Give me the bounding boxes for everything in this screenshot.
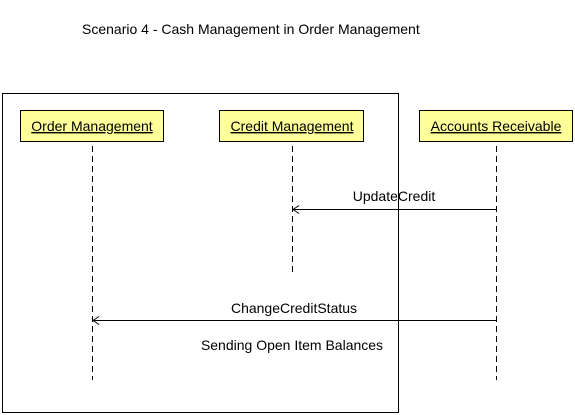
lifeline-label: Accounts Receivable [431, 118, 562, 134]
message-label: ChangeCreditStatus [231, 300, 357, 316]
lifeline-box [419, 110, 573, 142]
message-update-credit: UpdateCredit [292, 188, 496, 214]
message-change-credit-status: ChangeCreditStatus [92, 300, 496, 325]
arrowhead-icon [292, 205, 300, 214]
lifeline-credit-management: Credit Management [219, 110, 364, 272]
arrowhead-icon [92, 316, 100, 325]
lifeline-box [219, 110, 364, 142]
lifeline-box [20, 110, 164, 142]
diagram-title: Scenario 4 - Cash Management in Order Ma… [82, 21, 420, 37]
system-boundary-frame [2, 93, 399, 413]
lifeline-accounts-receivable: Accounts Receivable [419, 110, 573, 380]
message-label: UpdateCredit [353, 188, 436, 204]
note-text: Sending Open Item Balances [201, 337, 383, 353]
lifeline-order-management: Order Management [20, 110, 164, 380]
lifeline-label: Credit Management [231, 118, 354, 134]
lifeline-label: Order Management [31, 118, 153, 134]
